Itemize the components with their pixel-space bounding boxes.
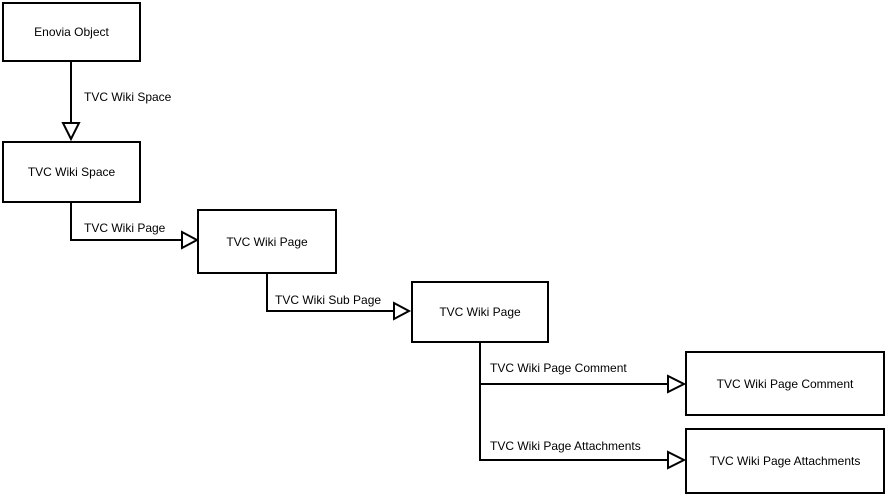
edge-label-tvc-wiki-page-comment: TVC Wiki Page Comment: [490, 361, 627, 375]
node-tvc-wiki-page: TVC Wiki Page: [197, 209, 337, 274]
node-tvc-wiki-page-comment-label: TVC Wiki Page Comment: [716, 376, 854, 391]
edge-label-tvc-wiki-space: TVC Wiki Space: [84, 90, 172, 104]
arrowhead-right-icon: [667, 374, 687, 394]
node-tvc-wiki-page-attachments-label: TVC Wiki Page Attachments: [709, 454, 861, 468]
arrowhead-right-icon: [667, 450, 687, 470]
edge-label-tvc-wiki-sub-page: TVC Wiki Sub Page: [275, 293, 382, 307]
node-tvc-wiki-sub-page: TVC Wiki Page: [411, 281, 549, 343]
node-tvc-wiki-space: TVC Wiki Space: [2, 141, 141, 203]
node-tvc-wiki-space-label: TVC Wiki Space: [27, 165, 116, 179]
node-enovia-object: Enovia Object: [2, 2, 141, 62]
arrowhead-right-icon: [181, 230, 200, 250]
node-tvc-wiki-page-attachments: TVC Wiki Page Attachments: [685, 428, 885, 494]
node-enovia-object-label: Enovia Object: [34, 25, 109, 39]
edge-label-tvc-wiki-page-attachments: TVC Wiki Page Attachments: [490, 439, 641, 453]
node-tvc-wiki-page-comment: TVC Wiki Page Comment: [685, 351, 885, 416]
arrowhead-down-icon: [61, 122, 81, 142]
arrowhead-right-icon: [393, 301, 412, 321]
edge-label-tvc-wiki-page: TVC Wiki Page: [84, 221, 166, 235]
node-tvc-wiki-sub-page-label: TVC Wiki Page: [439, 305, 521, 319]
node-tvc-wiki-page-label: TVC Wiki Page: [226, 234, 308, 249]
edge-line-wiki-page: [70, 203, 182, 241]
edge-line-wiki-sub-page: [266, 274, 394, 312]
edge-line-wiki-page-attachments: [479, 384, 668, 461]
